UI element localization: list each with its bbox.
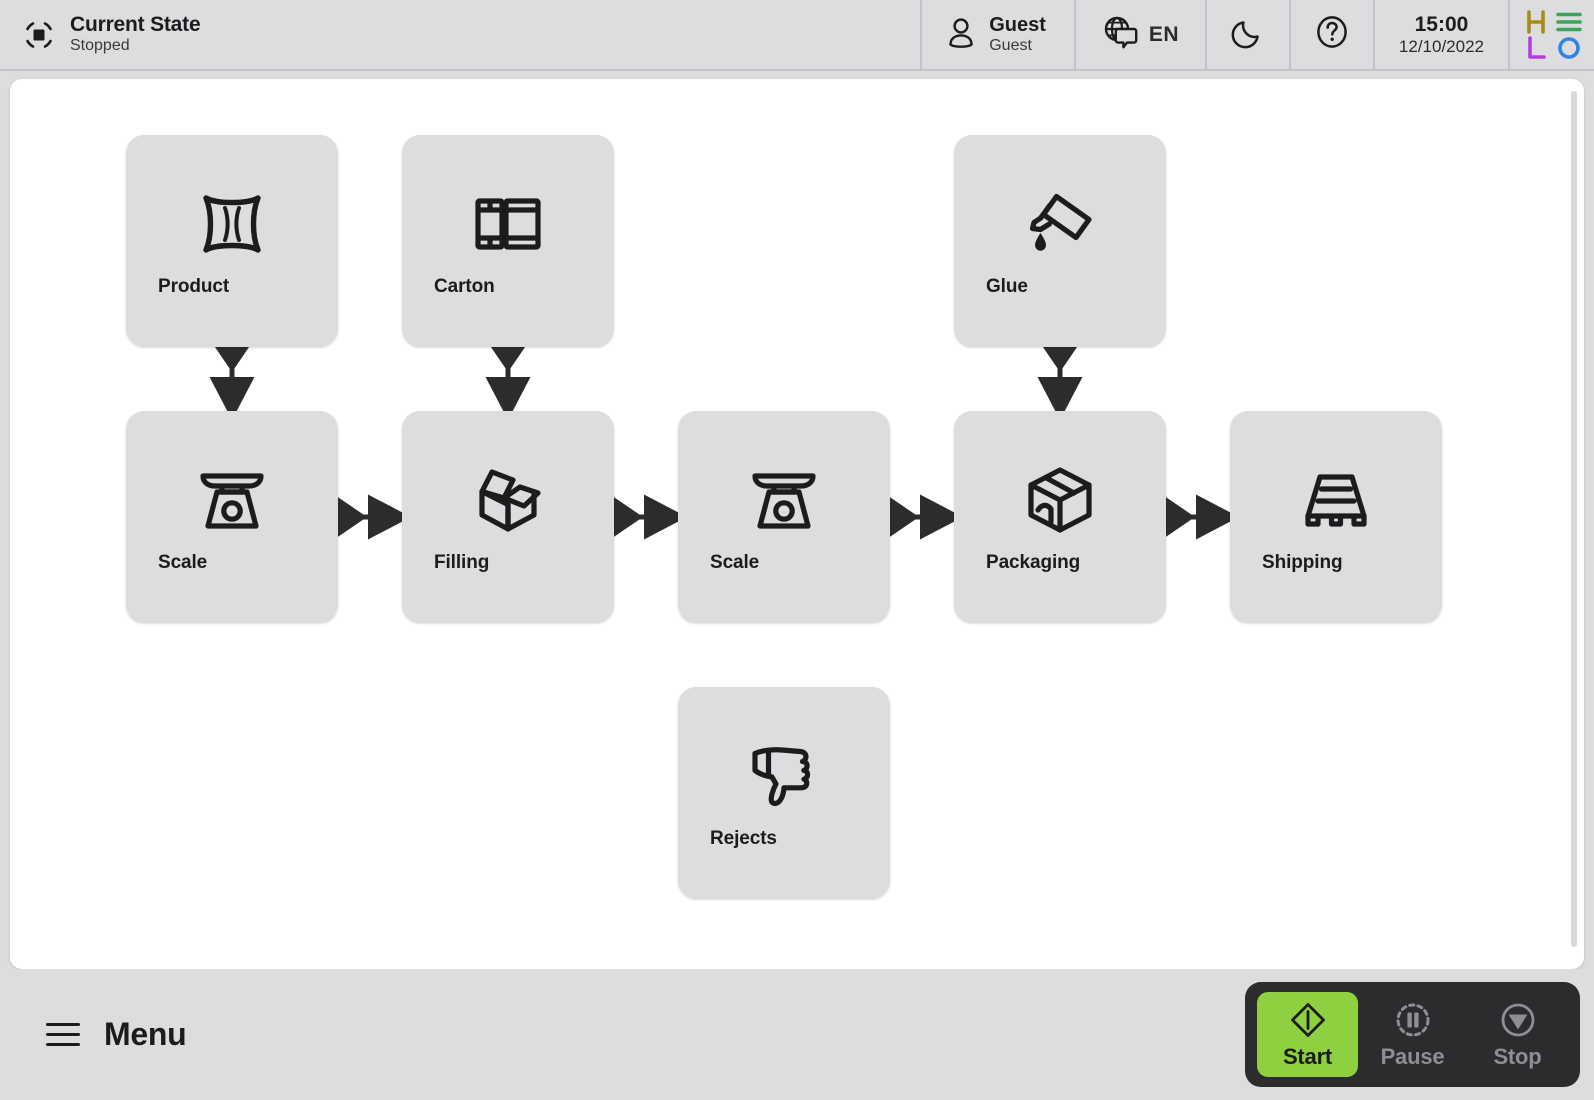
flow-node-packaging[interactable]: Packaging	[954, 411, 1166, 623]
start-button-label: Start	[1282, 1044, 1333, 1069]
globe-translate-icon	[1102, 15, 1138, 54]
conveyor-icon	[1296, 460, 1376, 540]
canvas-scrollbar[interactable]	[1570, 87, 1578, 961]
help-button[interactable]	[1288, 0, 1373, 69]
kitchen-scale-icon	[744, 460, 824, 540]
thumbs-down-icon	[744, 736, 824, 816]
current-state-indicator[interactable]: Current State Stopped	[0, 0, 220, 69]
flow-node-label: Shipping	[1262, 552, 1343, 573]
process-canvas: Product Carton	[10, 79, 1584, 969]
theme-toggle-button[interactable]	[1204, 0, 1289, 69]
language-code: EN	[1148, 22, 1179, 46]
user-icon	[946, 16, 976, 53]
flow-node-label: Glue	[986, 276, 1028, 297]
menu-button[interactable]: Menu	[46, 1016, 187, 1053]
flow-node-filling[interactable]: Filling	[402, 411, 614, 623]
logo-grid	[1524, 9, 1584, 60]
pillow-pack-icon	[192, 184, 272, 264]
current-state-title: Current State	[70, 13, 201, 37]
flow-node-carton[interactable]: Carton	[402, 135, 614, 347]
language-selector-button[interactable]: EN	[1073, 0, 1205, 69]
clock-date: 12/10/2022	[1398, 36, 1484, 56]
flow-node-scale-2[interactable]: Scale	[678, 411, 890, 623]
hello-logo[interactable]	[1508, 0, 1594, 69]
pause-dashed-icon	[1392, 999, 1434, 1041]
stop-triangle-icon	[1497, 999, 1539, 1041]
flow-node-label: Scale	[158, 552, 208, 573]
user-role: Guest	[989, 36, 1032, 54]
start-button[interactable]: Start	[1257, 992, 1358, 1077]
flow-node-product[interactable]: Product	[126, 135, 338, 347]
flow-node-label: Filling	[434, 552, 490, 573]
pause-button-label: Pause	[1380, 1044, 1445, 1069]
flow-connections	[209, 341, 1239, 540]
canvas-scrollbar-thumb[interactable]	[1571, 91, 1577, 947]
glue-bottle-icon	[1020, 184, 1100, 264]
process-canvas-wrapper: Product Carton	[0, 71, 1594, 969]
carton-blank-icon	[468, 184, 548, 264]
top-header-bar: Current State Stopped Guest Guest	[0, 0, 1594, 71]
hamburger-icon	[46, 1023, 80, 1046]
flow-node-scale-1[interactable]: Scale	[126, 411, 338, 623]
flow-node-label: Packaging	[986, 552, 1081, 573]
menu-button-label: Menu	[104, 1016, 187, 1052]
user-account-button[interactable]: Guest Guest	[920, 0, 1074, 69]
start-diamond-icon	[1287, 999, 1329, 1041]
logo-letter-o-icon	[1558, 36, 1580, 59]
logo-letter-e-icon	[1556, 12, 1582, 31]
flow-node-label: Carton	[434, 276, 495, 297]
flow-node-glue[interactable]: Glue	[954, 135, 1166, 347]
logo-letter-h-icon	[1527, 9, 1545, 34]
flow-node-label: Scale	[710, 552, 760, 573]
flow-node-rejects[interactable]: Rejects	[678, 687, 890, 899]
header-spacer	[220, 0, 920, 69]
clock-display: 15:00 12/10/2022	[1372, 0, 1508, 69]
open-box-icon	[468, 460, 548, 540]
moon-icon	[1231, 15, 1265, 54]
current-state-value: Stopped	[70, 37, 130, 55]
kitchen-scale-icon	[192, 460, 272, 540]
bottom-action-bar: Menu Start	[0, 969, 1594, 1100]
flow-node-label: Rejects	[710, 828, 777, 849]
stop-state-icon	[22, 18, 56, 52]
flow-node-label: Product	[158, 276, 230, 297]
sealed-box-icon	[1020, 460, 1100, 540]
stop-button-label: Stop	[1493, 1044, 1542, 1069]
clock-time: 15:00	[1414, 12, 1469, 36]
machine-control-group: Start Pause	[1245, 982, 1580, 1087]
flow-node-shipping[interactable]: Shipping	[1230, 411, 1442, 623]
logo-letter-l-icon	[1528, 35, 1546, 59]
user-name: Guest	[989, 13, 1046, 36]
stop-button[interactable]: Stop	[1467, 992, 1568, 1077]
question-circle-icon	[1315, 14, 1349, 55]
pause-button[interactable]: Pause	[1362, 992, 1463, 1077]
